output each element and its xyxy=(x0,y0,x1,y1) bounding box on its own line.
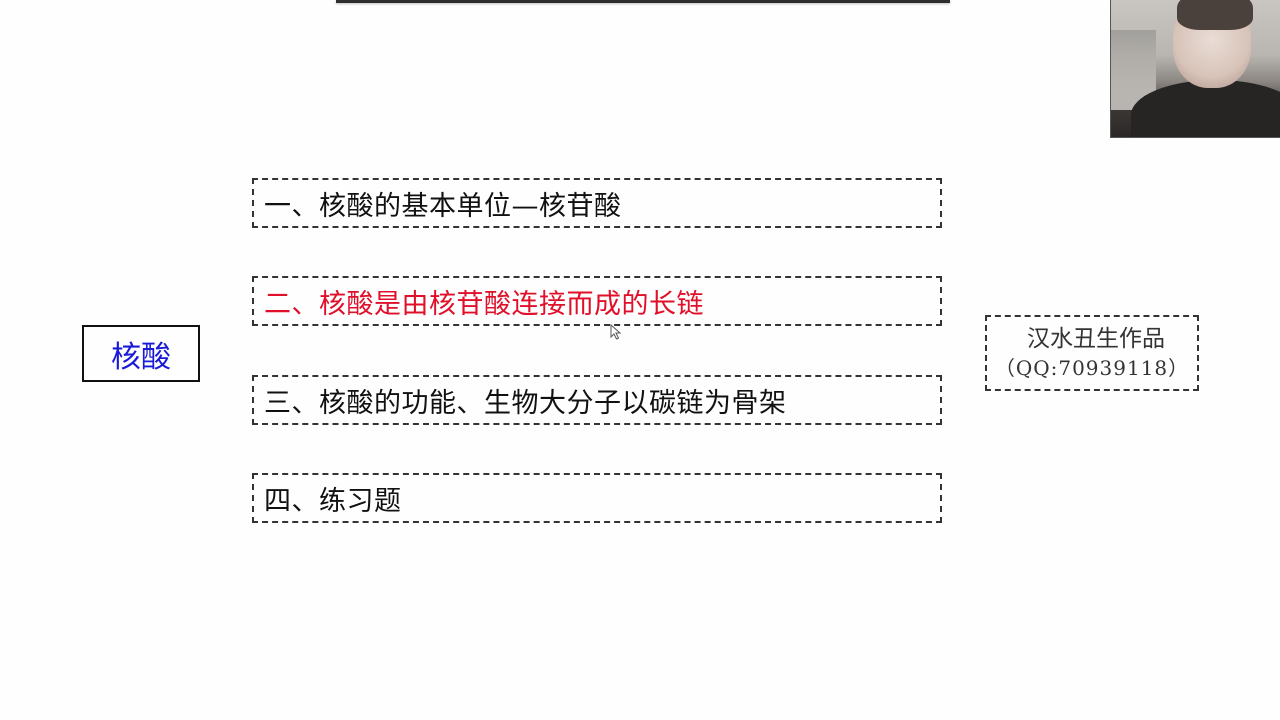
outline-item-4[interactable]: 四、练习题 xyxy=(252,473,942,523)
webcam-presenter-body xyxy=(1131,80,1280,137)
webcam-overlay[interactable] xyxy=(1110,0,1280,138)
webcam-presenter-hair xyxy=(1177,0,1253,30)
topic-label-text: 核酸 xyxy=(111,339,171,375)
outline-item-3[interactable]: 三、核酸的功能、生物大分子以碳链为骨架 xyxy=(252,375,942,425)
outline-item-label: 四、练习题 xyxy=(264,485,402,517)
topic-label: 核酸 xyxy=(82,325,200,382)
author-credit-box: 汉水丑生作品 （QQ:70939118） xyxy=(985,315,1199,391)
outline-item-label: 二、核酸是由核苷酸连接而成的长链 xyxy=(264,288,704,320)
credit-author: 汉水丑生作品 xyxy=(1027,326,1165,352)
outline-item-2[interactable]: 二、核酸是由核苷酸连接而成的长链 xyxy=(252,276,942,326)
outline-item-1[interactable]: 一、核酸的基本单位—核苷酸 xyxy=(252,178,942,228)
outline-item-label: 三、核酸的功能、生物大分子以碳链为骨架 xyxy=(264,387,787,419)
outline-item-label: 一、核酸的基本单位—核苷酸 xyxy=(264,190,622,222)
top-toolbar-edge xyxy=(336,0,950,3)
mouse-cursor-icon xyxy=(610,324,622,340)
credit-contact: （QQ:70939118） xyxy=(994,356,1190,380)
